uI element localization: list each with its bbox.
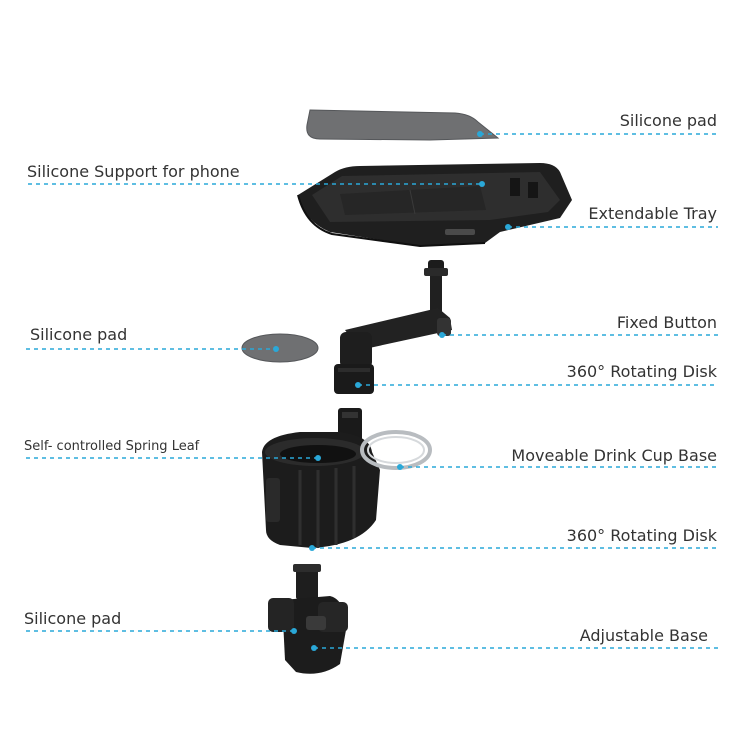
- silicone-pad-top-part: [306, 109, 500, 141]
- label-adjustable-base: Adjustable Base: [579, 626, 708, 645]
- dot-silicone-pad-mid: [273, 346, 279, 352]
- dot-silicone-support-phone: [479, 181, 485, 187]
- dot-silicone-pad-top: [477, 131, 483, 137]
- dot-extendable-tray: [505, 224, 511, 230]
- label-rotating-disk-upper: 360° Rotating Disk: [566, 362, 717, 381]
- dot-rotating-disk-lower: [309, 545, 315, 551]
- dot-spring-leaf: [315, 455, 321, 461]
- silicone-disk-part: [241, 333, 319, 363]
- adjustable-base-part: [268, 564, 348, 674]
- label-fixed-button: Fixed Button: [616, 313, 717, 332]
- label-silicone-pad-bottom: Silicone pad: [24, 609, 122, 628]
- tray-part: [297, 163, 572, 248]
- label-moveable-cup-base: Moveable Drink Cup Base: [511, 446, 717, 465]
- label-silicone-support-phone: Silicone Support for phone: [27, 162, 240, 181]
- dot-moveable-cup-base: [397, 464, 403, 470]
- label-spring-leaf: Self- controlled Spring Leaf: [24, 439, 200, 454]
- label-extendable-tray: Extendable Tray: [588, 204, 717, 223]
- cup-holder-part: [262, 408, 432, 548]
- dot-rotating-disk-upper: [355, 382, 361, 388]
- label-silicone-pad-top: Silicone pad: [619, 111, 717, 130]
- dot-adjustable-base: [311, 645, 317, 651]
- dot-silicone-pad-bottom: [291, 628, 297, 634]
- dot-fixed-button: [439, 332, 445, 338]
- label-silicone-pad-mid: Silicone pad: [30, 325, 128, 344]
- arm-part: [334, 260, 452, 394]
- label-rotating-disk-lower: 360° Rotating Disk: [566, 526, 717, 545]
